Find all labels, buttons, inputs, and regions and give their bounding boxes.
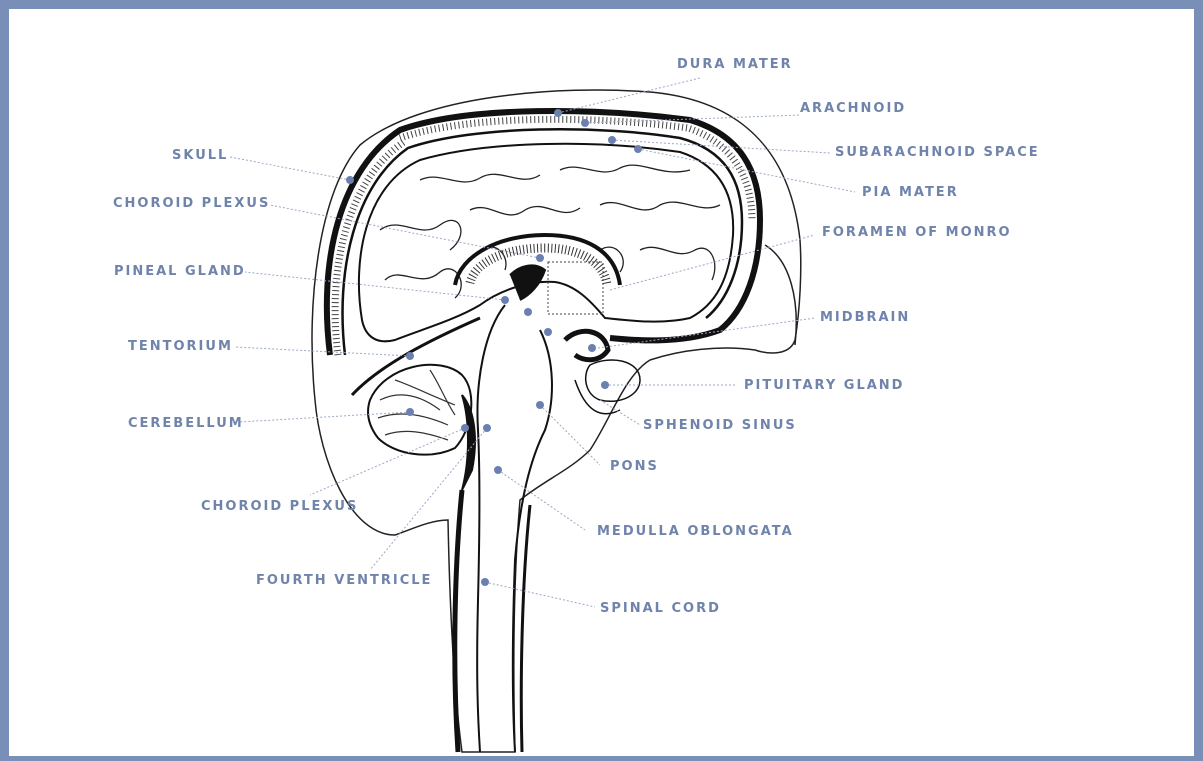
label-pineal-gland: PINEAL GLAND	[114, 264, 246, 279]
cerebrum-outline	[359, 144, 733, 341]
face-profile	[765, 245, 796, 345]
label-medulla-oblongata: MEDULLA OBLONGATA	[597, 524, 794, 539]
label-sphenoid-sinus: SPHENOID SINUS	[643, 418, 797, 433]
spinal-canal-back	[455, 490, 462, 752]
label-foramen-of-monro: FORAMEN OF MONRO	[822, 225, 1012, 240]
label-arachnoid: ARACHNOID	[800, 101, 906, 116]
label-pia-mater: PIA MATER	[862, 185, 959, 200]
label-midbrain: MIDBRAIN	[820, 310, 910, 325]
label-skull: SKULL	[172, 148, 228, 163]
spinal-canal-front	[521, 505, 530, 752]
midbrain-curve	[565, 331, 608, 359]
label-subarachnoid-space: SUBARACHNOID SPACE	[835, 145, 1040, 160]
label-fourth-ventricle: FOURTH VENTRICLE	[256, 573, 432, 588]
cerebellum-outline	[368, 365, 471, 455]
brainstem-outline	[477, 305, 505, 752]
pituitary-outline	[586, 360, 640, 401]
label-pituitary-gland: PITUITARY GLAND	[744, 378, 904, 393]
label-cerebellum: CEREBELLUM	[128, 416, 244, 431]
label-spinal-cord: SPINAL CORD	[600, 601, 721, 616]
label-choroid-plexus-upper: CHOROID PLEXUS	[113, 196, 270, 211]
label-dura-mater: DURA MATER	[677, 57, 793, 72]
label-choroid-plexus-lower: CHOROID PLEXUS	[201, 499, 358, 514]
brainstem-front	[513, 330, 552, 752]
label-pons: PONS	[610, 459, 659, 474]
fornix	[510, 265, 545, 300]
label-tentorium: TENTORIUM	[128, 339, 233, 354]
